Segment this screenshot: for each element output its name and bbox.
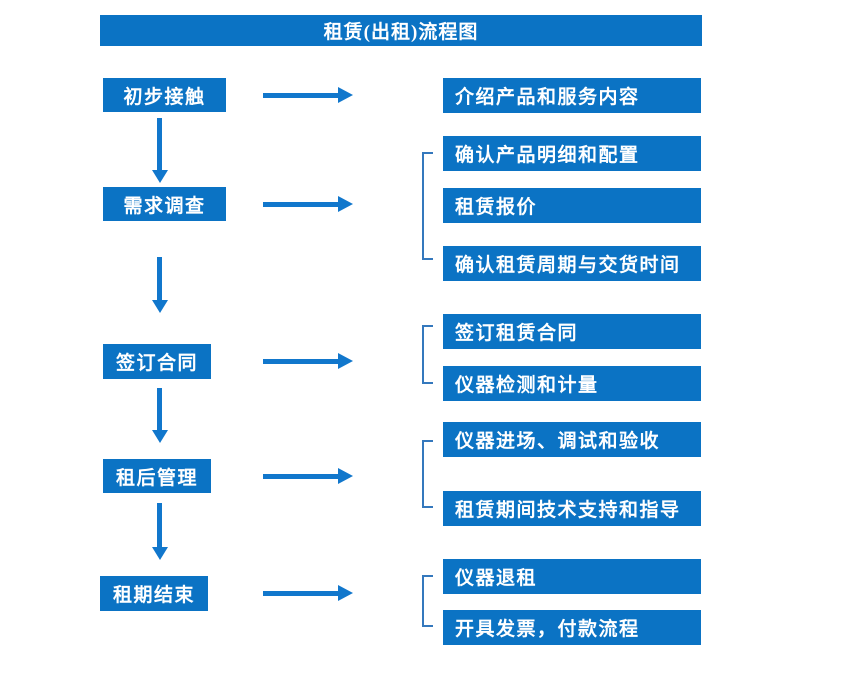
arrow-shaft <box>263 201 338 207</box>
output-box-invoice-payment: 开具发票，付款流程 <box>443 610 701 645</box>
bracket-lease-end-outputs <box>422 575 433 627</box>
output-box-instrument-return: 仪器退租 <box>443 559 701 594</box>
stage-box-post-rental-management: 租后管理 <box>103 459 211 493</box>
arrow-right-icon <box>263 585 353 601</box>
output-box-instrument-testing: 仪器检测和计量 <box>443 366 701 401</box>
output-box-confirm-rental-period: 确认租赁周期与交货时间 <box>443 246 701 281</box>
arrow-shaft <box>157 118 162 170</box>
arrow-shaft <box>263 473 338 479</box>
arrow-down-icon <box>151 118 168 183</box>
arrow-down-icon <box>151 257 168 313</box>
stage-box-demand-survey: 需求调查 <box>103 187 226 221</box>
stage-box-sign-contract: 签订合同 <box>103 344 211 379</box>
bracket-demand-survey-outputs <box>422 152 433 260</box>
arrow-shaft <box>157 503 162 547</box>
arrow-right-icon <box>263 353 353 369</box>
stage-box-initial-contact: 初步接触 <box>103 78 226 112</box>
output-box-tech-support: 租赁期间技术支持和指导 <box>443 491 701 526</box>
bracket-sign-contract-outputs <box>422 325 433 384</box>
output-box-sign-rental-contract: 签订租赁合同 <box>443 314 701 349</box>
arrow-right-icon <box>263 196 353 212</box>
output-box-instrument-entry-acceptance: 仪器进场、调试和验收 <box>443 422 701 457</box>
arrow-down-icon <box>151 388 168 443</box>
arrow-right-icon <box>263 468 353 484</box>
arrow-shaft <box>263 358 338 364</box>
arrow-down-icon <box>151 503 168 560</box>
arrow-right-icon <box>263 87 353 103</box>
arrow-head <box>338 87 353 103</box>
arrow-head <box>151 547 168 560</box>
bracket-post-rental-outputs <box>422 440 433 508</box>
arrow-shaft <box>263 92 338 98</box>
arrow-shaft <box>157 257 162 300</box>
arrow-shaft <box>157 388 162 430</box>
arrow-head <box>338 585 353 601</box>
arrow-head <box>151 170 168 183</box>
output-box-confirm-product-details: 确认产品明细和配置 <box>443 136 701 171</box>
flowchart-title: 租赁(出租)流程图 <box>100 15 702 46</box>
arrow-head <box>338 353 353 369</box>
arrow-head <box>151 430 168 443</box>
arrow-head <box>338 196 353 212</box>
output-box-rental-quote: 租赁报价 <box>443 188 701 223</box>
stage-box-lease-end: 租期结束 <box>100 576 208 611</box>
arrow-shaft <box>263 590 338 596</box>
arrow-head <box>338 468 353 484</box>
output-box-introduce-products: 介绍产品和服务内容 <box>443 78 701 113</box>
arrow-head <box>151 300 168 313</box>
